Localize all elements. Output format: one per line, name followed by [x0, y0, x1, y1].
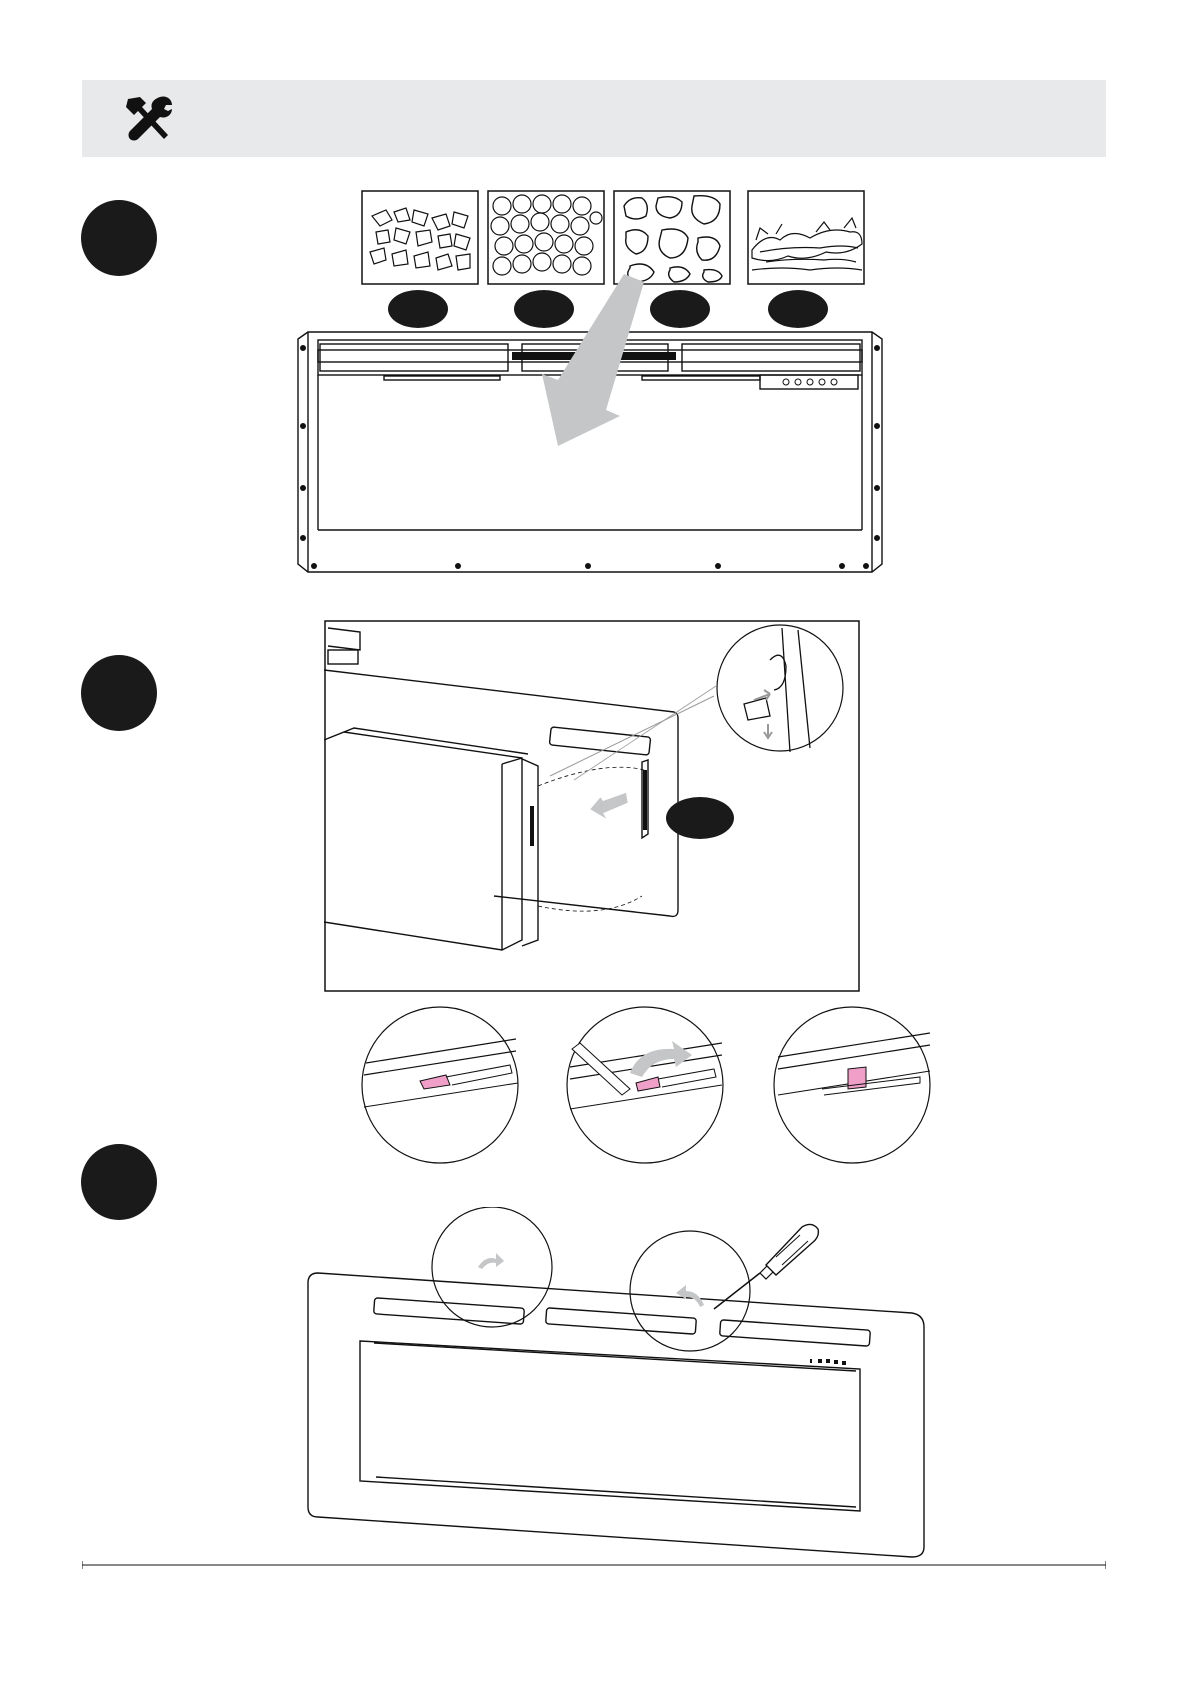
pebble-media-icon — [488, 191, 604, 284]
tab-detail-before — [362, 1007, 518, 1163]
footer-rule — [82, 1561, 1106, 1569]
tab-detail-screwdriver — [567, 1007, 723, 1163]
log-media-icon — [748, 191, 864, 284]
screwdriver-icon — [714, 1224, 818, 1309]
stone-media-icon — [614, 191, 730, 284]
hammer-wrench-icon — [120, 91, 180, 147]
tab-bending-details — [360, 1003, 950, 1168]
mount-firebox-to-frame — [324, 620, 860, 992]
step-2-marker — [81, 655, 157, 731]
bend-tabs-and-secure-frame — [300, 1207, 940, 1572]
crystal-media-icon — [362, 191, 478, 284]
tab-detail-after — [774, 1007, 930, 1163]
section-header — [82, 80, 1106, 157]
step-3-marker — [81, 1144, 157, 1220]
step-1-marker — [81, 200, 157, 276]
media-options-into-firebox — [290, 188, 890, 580]
